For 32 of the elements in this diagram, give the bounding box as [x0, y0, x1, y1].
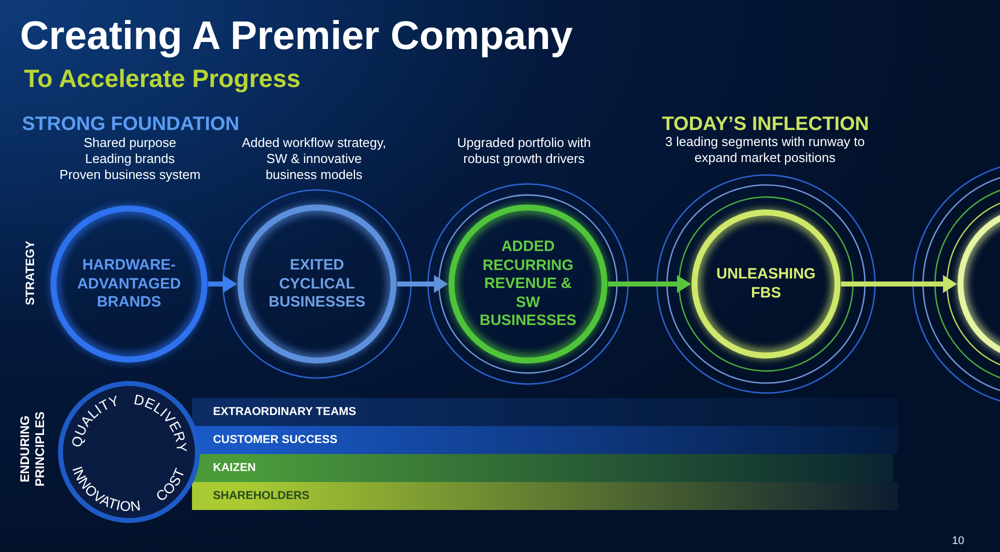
circle-node: [50, 205, 208, 363]
caption-text: Upgraded portfolio with robust growth drivers: [456, 135, 592, 167]
principle-band: [192, 454, 893, 482]
principle-band: [192, 482, 898, 510]
caption-text: Proven business system: [58, 167, 202, 183]
row-label: STRATEGY: [22, 240, 38, 308]
circle-node: [448, 204, 608, 364]
principle-band: [192, 398, 898, 426]
node-label: UNLEASHING FBS: [715, 266, 817, 302]
page-number: 10: [952, 535, 964, 547]
arrow: [397, 275, 448, 293]
node-label: ADDED RECURRING REVENUE & SW BUSINESSES: [478, 238, 578, 330]
circle-node: [237, 204, 397, 364]
band-label: KAIZEN: [213, 461, 256, 476]
caption-text: Shared purpose: [82, 135, 178, 151]
node-label: EXITED CYCLICAL BUSINESSES: [268, 256, 366, 312]
section-heading: STRONG FOUNDATION: [22, 113, 240, 136]
caption-text: Leading brands: [84, 151, 176, 167]
arrow: [608, 275, 691, 293]
node-label: HARDWARE-ADVANTAGED BRANDS: [76, 256, 182, 312]
subtitle: To Accelerate Progress: [24, 65, 301, 94]
band-label: EXTRAORDINARY TEAMS: [213, 405, 356, 420]
caption-text: Added workflow strategy, SW & innovative business models: [240, 135, 388, 183]
row-label: ENDURING PRINCIPLES: [18, 410, 48, 489]
caption-text: 3 leading segments with runway to expand market positions: [664, 134, 866, 166]
circle-node: [691, 209, 841, 359]
band-label: CUSTOMER SUCCESS: [213, 433, 338, 448]
arrow: [841, 275, 957, 293]
slide-title: Creating A Premier Company: [20, 14, 573, 59]
band-label: SHAREHOLDERS: [213, 489, 310, 504]
section-heading: TODAY’S INFLECTION: [662, 113, 869, 136]
arrow: [208, 275, 237, 293]
